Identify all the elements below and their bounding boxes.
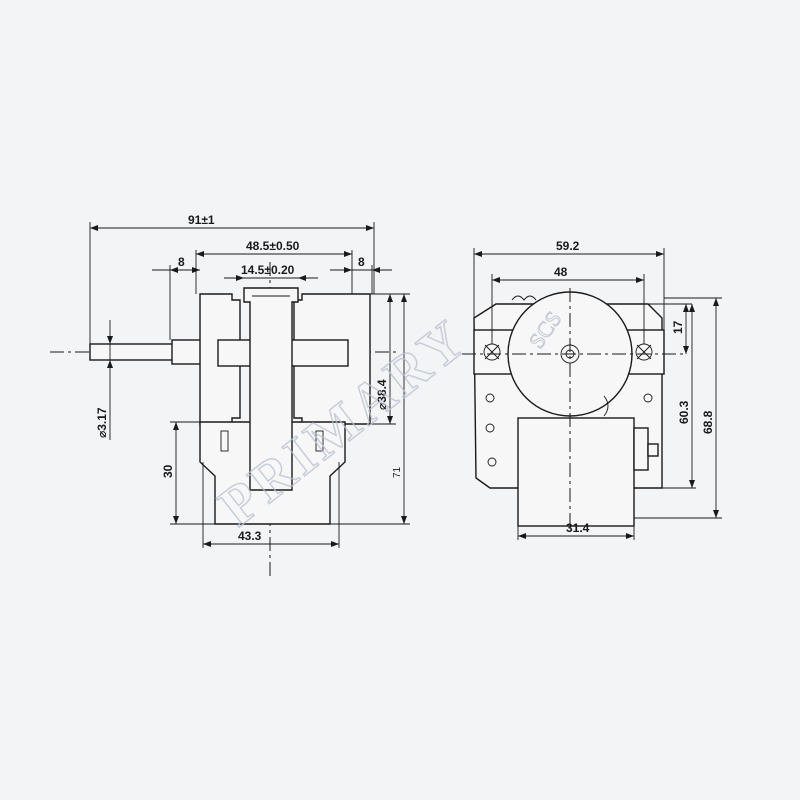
label-hole-spacing: 48	[554, 265, 568, 279]
label-shaft-diameter: ⌀3.17	[95, 407, 109, 438]
label-mount-spacing: 48.5±0.50	[246, 239, 300, 253]
motor-shaft	[89, 343, 176, 361]
coil-wire-right	[603, 395, 609, 417]
label-bracket-width: 14.5±0.20	[241, 263, 295, 277]
label-top-offset: 17	[671, 320, 685, 334]
front-coil-housing	[517, 417, 635, 527]
label-frame-width: 59.2	[556, 239, 580, 253]
mount-hole-left-top	[485, 393, 495, 403]
mount-hole-left-bottom	[485, 423, 495, 433]
side-view: 91±1 48.5±0.50 8 8 14.5±0.20 ⌀3.17 ⌀38.4	[50, 213, 410, 578]
label-body-height: 60.3	[677, 400, 691, 424]
mount-hole-right-top	[643, 393, 653, 403]
front-view: 59.2 48 17 60.3 68.8 31.4	[462, 239, 722, 540]
u-bracket	[243, 287, 299, 491]
shaft-hub	[171, 339, 203, 365]
label-right-flange: 8	[358, 255, 365, 269]
mount-hole-terminal	[487, 457, 497, 467]
label-body-diameter: ⌀38.4	[375, 379, 389, 410]
label-coil-width: 43.3	[238, 529, 262, 543]
label-overall-length: 91±1	[188, 213, 215, 227]
terminal-slot-right	[315, 430, 324, 452]
terminal-slot-left	[220, 430, 229, 452]
label-overall-height: 68.8	[701, 410, 715, 434]
label-front-coil-width: 31.4	[566, 521, 590, 535]
side-terminal-pin	[647, 443, 659, 457]
coil-wire-left	[511, 295, 537, 301]
label-coil-height: 30	[161, 464, 175, 478]
side-terminal-tab	[633, 427, 649, 471]
label-total-height: 71	[392, 466, 403, 478]
label-left-flange: 8	[178, 255, 185, 269]
